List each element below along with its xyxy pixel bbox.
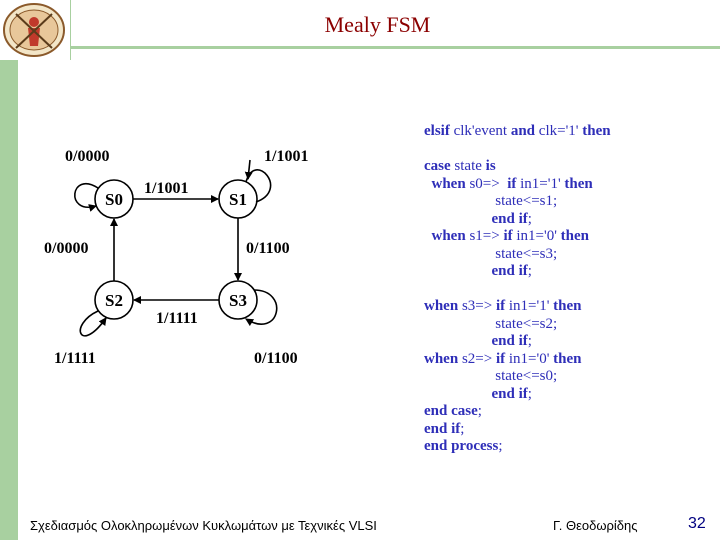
header-divider [70,46,720,49]
transition-label: 1/1001 [144,180,188,197]
code-line-9: when s3=> if in1='1' then [424,298,582,314]
footer-author: Γ. Θεοδωρίδης [553,518,638,533]
state-diagram: S0 S1 S2 S3 0/0000 1/1001 1/1001 0/0000 … [44,148,308,367]
state-label-s0: S0 [105,190,123,209]
code-line-6: when s1=> if in1='0' then [424,228,590,244]
code-line-11: end if; [491,333,532,349]
code-line-3: when s0=> if in1='1' then [424,175,593,192]
code-line-1: elsif clk'event and clk='1' then [424,123,611,139]
transition-label: 0/1100 [246,240,290,257]
university-logo-icon [3,3,65,57]
state-label-s2: S2 [105,291,123,310]
transition-label: 1/1111 [156,310,198,327]
loop-s3 [245,289,278,327]
left-accent-bar [0,0,18,540]
transition-label: 1/1001 [264,148,308,165]
loop-s2 [79,310,107,337]
code-line-7: state<=s3; [424,245,558,262]
slide-title: Mealy FSM [324,12,431,37]
header-divider-vertical [70,0,71,60]
page-number: 32 [688,515,706,532]
logo [0,0,70,60]
vhdl-code-block: elsif clk'event and clk='1' then case st… [424,123,611,456]
code-line-17: end process; [424,438,503,454]
code-line-8: end if; [491,263,532,279]
code-line-14: end if; [491,385,532,402]
footer-course-title: Σχεδιασμός Ολοκληρωμένων Κυκλωμάτων με Τ… [30,518,377,533]
transition-label: 1/1111 [54,350,96,367]
loop-s1-arrow [244,159,253,180]
code-line-15: end case; [424,403,482,419]
transition-label: 0/1100 [254,350,298,367]
transition-label: 0/0000 [44,240,88,257]
loop-s0 [74,182,99,212]
code-line-5: end if; [491,210,532,227]
code-line-12: when s2=> if in1='0' then [424,350,582,367]
state-label-s1: S1 [229,190,247,209]
code-line-4: state<=s1; [424,193,558,209]
code-line-2: case state is [424,158,496,174]
transition-label: 0/0000 [65,148,109,165]
code-line-13: state<=s0; [424,368,558,384]
code-line-10: state<=s2; [424,315,558,332]
state-label-s3: S3 [229,291,247,310]
code-line-16: end if; [424,420,465,437]
